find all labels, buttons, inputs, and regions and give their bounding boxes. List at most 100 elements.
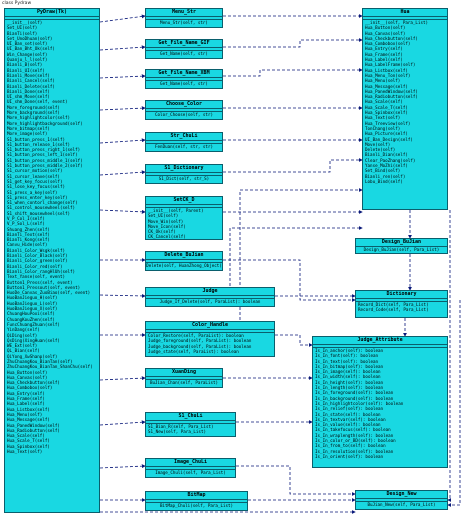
fields-section <box>146 377 222 380</box>
edge-pydraw-s1dict <box>99 170 146 176</box>
method-row: Move_Icon(self) <box>148 223 186 229</box>
method-row: Bianli_Done(self) <box>7 88 50 94</box>
method-row: Yanse_MoZhi(self) <box>365 163 408 169</box>
method-row: S1_control_mousewheel(self) <box>7 205 76 211</box>
class-judge: Judge Judge_If_Delete(self, ParaList): b… <box>145 287 275 307</box>
fields-section <box>146 467 235 470</box>
method-row: BianTi_Text(self) <box>7 231 50 237</box>
method-row: QiDing(self) <box>7 332 38 338</box>
edge-pydraw-xuanding <box>99 376 146 381</box>
methods-section: __init__(self)Set_UI(self)BianTi(self)Se… <box>5 20 99 454</box>
method-row: Hua_Message(self) <box>7 417 50 423</box>
edge-pydraw-image <box>99 464 146 469</box>
method-row: Set_Bind(self) <box>365 168 401 174</box>
method-row: Judge_background(self, ParaList): boolea… <box>148 343 252 349</box>
method-row: Hua_Frame(self) <box>7 396 45 402</box>
edge-delete-dict <box>223 259 356 302</box>
methods-section: Get_Name(self, str) <box>146 51 222 56</box>
class-title: Judge <box>146 288 274 296</box>
method-row: Quanju_l_l(self) <box>7 57 48 63</box>
method-row: BianTi_Kong(self) <box>7 237 50 243</box>
method-row: Is_In_font(self): boolean <box>315 353 379 359</box>
method-row: Is_In_foreground(self): boolean <box>315 390 394 396</box>
edge-hua-designnew <box>447 210 452 502</box>
class-title: Color_Handle <box>146 322 274 330</box>
method-row: More_image(self) <box>7 131 48 137</box>
fields-section <box>356 299 447 302</box>
edge-judge-hua <box>229 226 363 296</box>
method-row: Hua_Canvas(self) <box>7 374 48 380</box>
method-row: Button1_Press(self, event) <box>7 279 73 285</box>
method-row: Lobu_Bind(self) <box>365 178 403 184</box>
method-row: UI_Ban_Bht_Ok(self) <box>7 46 55 52</box>
methods-section: S1_Bian_R(self, Para_List)S1_New(self, P… <box>146 424 235 435</box>
method-row: Bianli_Color_green(self) <box>7 258 68 264</box>
method-row: Hua_Message(self) <box>365 83 408 89</box>
class-dictionary: Dictionary Record_Dict(self, Para_List)R… <box>355 290 448 318</box>
method-row: Is_In_highlightcolor(self): boolean <box>315 400 404 406</box>
method-row: YinDang(self) <box>7 327 40 333</box>
method-row: Bianli_Color_rangHlUh(self) <box>7 268 76 274</box>
method-row: Is_In_anchor(self): boolean <box>315 348 384 353</box>
method-row: Bianli_Dian(self) <box>365 152 408 158</box>
method-row: Is_In_resolution(self): boolean <box>315 448 394 454</box>
method-row: Hua_Radiobutton(self) <box>7 427 60 433</box>
method-row: BuJian_Chan(self, ParaList) <box>149 380 219 385</box>
class-delete-bujian: Delete_BuJian Delete(self, HuanZhong_Obj… <box>145 251 223 271</box>
fields-section <box>146 260 222 263</box>
method-row: S1_get_key_focus(self) <box>7 178 63 184</box>
method-row: Is_In_state(self): boolean <box>315 411 381 417</box>
method-row: S1_button_press_left_1(self) <box>7 152 78 158</box>
method-row: Hua_Radiobutton(self) <box>365 94 418 100</box>
method-row: Is_In_relief(self): boolean <box>315 406 384 412</box>
method-row: More_highlightcolor(self) <box>7 115 71 121</box>
method-row: Set_UI(self) <box>7 25 38 31</box>
method-row: Is_In_takefocus(self): boolean <box>315 427 391 433</box>
method-row: __init__(self) <box>7 20 43 25</box>
method-row: Hua_Frame(self) <box>365 51 403 57</box>
class-xuanding: XuanDing BuJian_Chan(self, ParaList) <box>145 368 223 388</box>
method-row: Canvu_Hide(self) <box>7 242 48 248</box>
class-get-file-name-gif: Get_File_Name_GIF Get_Name(self, str) <box>145 39 223 59</box>
class-choose-color: Choose_Color Color_Choose(self, str) <box>145 100 223 120</box>
method-row: S1_press_a_key(self) <box>7 189 58 195</box>
methods-section: Get_Name(self, str) <box>146 81 222 86</box>
method-row: Record_Code(self, Para_List) <box>358 307 429 313</box>
method-row: UI_Ban_Design(self) <box>365 136 413 142</box>
method-row: Get_Name(self, str) <box>160 81 208 86</box>
fields-section <box>146 421 235 424</box>
method-row: Hua_Scale(self) <box>7 433 45 439</box>
package-label: class Pydraw <box>2 1 32 6</box>
class-title: Design_New <box>356 491 447 499</box>
method-row: QiYong_XwShanp(self) <box>7 353 58 359</box>
method-row: FenDuan(self, str, str) <box>155 144 213 149</box>
method-row: Bianli_Color_Black(self) <box>7 253 68 259</box>
method-row: Judge_foreground(self, ParaList): boolea… <box>148 338 252 344</box>
fields-section <box>146 173 222 176</box>
method-row: Hua_Scale_T(self) <box>365 104 408 110</box>
method-row: Button1_Pressout(self, event) <box>7 284 81 290</box>
method-row: V_P_Col_I(self) <box>7 215 45 221</box>
edge-xbm-hua <box>223 68 363 77</box>
method-row: Is_In_orient(self): boolean <box>315 453 384 459</box>
method-row: __init__(self, Parent) <box>148 208 204 213</box>
method-row: Is_In_image(self): boolean <box>315 369 381 375</box>
fields-section <box>356 499 447 502</box>
fields-section <box>146 141 222 144</box>
method-row: Hua_Listbox(self) <box>7 406 50 412</box>
edge-s1dict-hua <box>223 158 363 173</box>
method-row: Delete(self) <box>365 147 396 153</box>
class-menu-str: Menu_Str Menu_Str(self, str) <box>145 8 223 28</box>
method-row: S1_button_press_right_1(self) <box>7 147 81 153</box>
method-row: Bianli_B(self) <box>7 62 43 68</box>
method-row: Hua_Entry(self) <box>365 46 403 52</box>
method-row: BianTi(self) <box>7 30 38 36</box>
methods-section: Record_Dict(self, Para_List)Record_Code(… <box>356 302 447 313</box>
method-row: ChuangKouZhen(self) <box>7 316 55 322</box>
edge-pydraw-gif <box>99 45 146 51</box>
edge-pydraw-s1chuli <box>99 420 146 426</box>
methods-section: BitMap_Chuli(self, Para_List) <box>146 503 247 508</box>
methods-section: BuJian_New(self, Para_List) <box>356 502 447 507</box>
method-row: V_P_Sol_L(self) <box>7 221 45 227</box>
method-row: S1_shift_mousewheel(self) <box>7 210 71 216</box>
